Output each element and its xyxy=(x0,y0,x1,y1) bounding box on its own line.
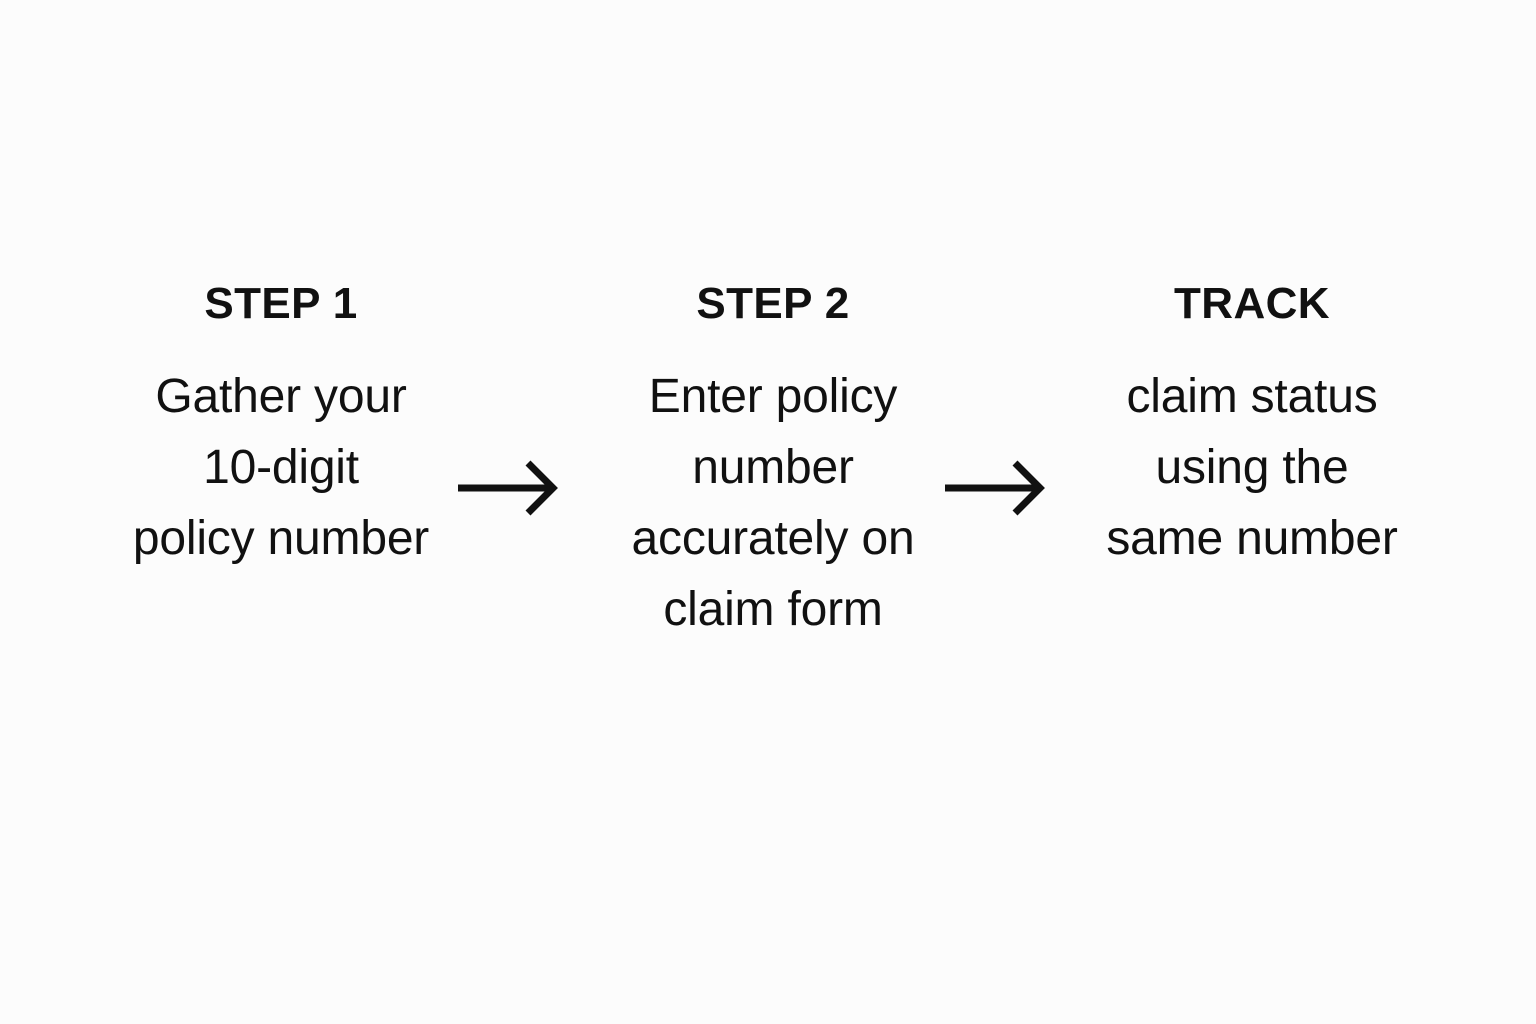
step-3-description: claim status using the same number xyxy=(1032,361,1472,574)
step-2-line-3: accurately on xyxy=(631,512,915,565)
step-3-heading: TRACK xyxy=(1174,279,1330,328)
flow-step-2: STEP 2 Enter policy number accurately on… xyxy=(553,278,993,645)
step-3-line-1: claim status xyxy=(1126,370,1378,423)
step-2-heading: STEP 2 xyxy=(696,279,850,328)
flow-step-3: TRACK claim status using the same number xyxy=(1032,278,1472,574)
arrow-right-icon xyxy=(939,456,1049,520)
step-1-line-2: 10-digit xyxy=(203,441,359,494)
flow-step-1: STEP 1 Gather your 10-digit policy numbe… xyxy=(61,278,501,574)
step-2-description: Enter policy number accurately on claim … xyxy=(553,361,993,645)
step-1-description: Gather your 10-digit policy number xyxy=(61,361,501,574)
step-2-line-2: number xyxy=(692,441,854,494)
step-1-line-1: Gather your xyxy=(155,370,407,423)
step-1-heading: STEP 1 xyxy=(204,279,358,328)
step-2-line-1: Enter policy xyxy=(648,370,898,423)
step-3-line-2: using the xyxy=(1155,441,1349,494)
step-2-line-4: claim form xyxy=(663,583,883,636)
arrow-right-icon xyxy=(452,456,562,520)
step-1-line-3: policy number xyxy=(132,512,430,565)
step-3-line-3: same number xyxy=(1106,512,1398,565)
